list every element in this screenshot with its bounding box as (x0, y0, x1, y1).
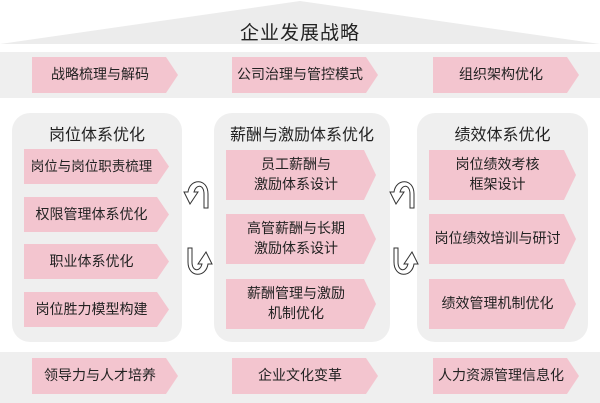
panel-item-line: 高管薪酬与长期 (247, 221, 345, 237)
cycle-arrows-icon (183, 181, 213, 275)
panel-item-line: 薪酬管理与激励 (247, 286, 345, 302)
panel-item-line: 岗位绩效考核 (455, 157, 540, 173)
panel-performance-system: 绩效体系优化 岗位绩效考核 框架设计 岗位绩效培训与研讨 绩效管理机制优化 (417, 113, 588, 342)
panel-item-line: 员工薪酬与 (261, 157, 331, 173)
top-band-item: 组织架构优化 (433, 57, 579, 93)
panel-item-line: 激励体系设计 (254, 177, 338, 193)
panel-item: 员工薪酬与 激励体系设计 (226, 150, 376, 200)
panel-item: 岗位与岗位职责梳理 (24, 149, 169, 184)
panel-item: 岗位绩效培训与研讨 (429, 214, 576, 264)
top-band: 战略梳理与解码 公司治理与管控模式 组织架构优化 (0, 52, 600, 98)
panel-item: 权限管理体系优化 (24, 197, 169, 232)
panel-item: 岗位绩效考核 框架设计 (429, 150, 576, 200)
bottom-band-item: 领导力与人才培养 (32, 358, 178, 394)
roof-shape (0, 1, 600, 44)
panel-item-line: 机制优化 (268, 306, 324, 322)
panel-title: 岗位体系优化 (48, 125, 145, 144)
cycle-arrows-icon (389, 181, 419, 275)
panel-item-line: 框架设计 (469, 177, 526, 193)
panel-item: 高管薪酬与长期 激励体系设计 (226, 214, 376, 264)
panel-title: 薪酬与激励体系优化 (229, 125, 374, 144)
bottom-band-item: 企业文化变革 (232, 358, 378, 394)
top-band-item: 公司治理与管控模式 (232, 57, 378, 93)
bottom-band: 领导力与人才培养 企业文化变革 人力资源管理信息化 (0, 352, 600, 403)
panel-item: 职业体系优化 (24, 244, 169, 279)
panel-item: 绩效管理机制优化 (429, 279, 576, 329)
panel-position-system: 岗位体系优化 岗位与岗位职责梳理 权限管理体系优化 职业体系优化 岗位胜力模型构… (12, 113, 182, 342)
panel-item: 薪酬管理与激励 机制优化 (226, 279, 376, 329)
top-band-item: 战略梳理与解码 (32, 57, 178, 93)
panel-title: 绩效体系优化 (454, 125, 551, 144)
panel-compensation-system: 薪酬与激励体系优化 员工薪酬与 激励体系设计 高管薪酬与长期 激励体系设计 薪酬… (214, 113, 390, 342)
bottom-band-item: 人力资源管理信息化 (433, 358, 579, 394)
diagram-title: 企业发展战略 (239, 22, 360, 44)
panel-item-line: 激励体系设计 (254, 241, 338, 257)
panel-item: 岗位胜力模型构建 (24, 292, 169, 327)
